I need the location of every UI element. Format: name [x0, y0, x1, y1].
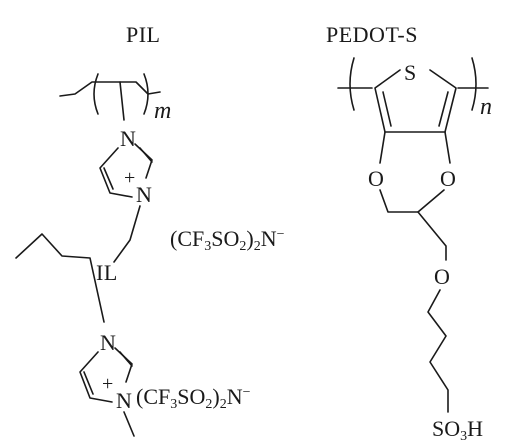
pil-backbone [59, 81, 161, 97]
pil-positive-charge: + [124, 167, 135, 189]
pedot-dioxane-bottom [379, 189, 445, 213]
pil-anion-sub-2b: 2 [254, 239, 261, 254]
pil-ring-n3: N [136, 182, 152, 207]
pil-right-bracket [143, 73, 149, 115]
il-anion-sub-3: 3 [170, 397, 177, 412]
pedot-oxygen-left: O [368, 166, 384, 191]
pedot-thiophene-ring [374, 69, 457, 133]
pil-left-bracket [93, 73, 99, 115]
il-structure: N + N (CF3SO2)2N− [15, 233, 251, 437]
il-butyl-chain [15, 233, 105, 323]
pil-ring-double-1 [103, 167, 114, 190]
il-ring-n1: N [100, 330, 116, 355]
so3h-sub-3: 3 [460, 429, 467, 441]
pil-ring-right [134, 143, 153, 179]
pil-anion-part-a: (CF [170, 226, 204, 251]
pil-anion-minus: − [277, 227, 285, 242]
il-ring-double-2 [119, 351, 133, 367]
il-ring-left [79, 351, 113, 403]
pil-ethyl-chain [113, 205, 141, 263]
pil-pendant-bond [119, 81, 125, 121]
pedot-oxygen-right: O [440, 166, 456, 191]
il-anion-sub-2b: 2 [220, 397, 227, 412]
il-anion-part-d: N [227, 384, 243, 409]
il-anion-part-a: (CF [136, 384, 170, 409]
il-methyl-bond [123, 411, 135, 437]
il-anion-part-c: ) [212, 384, 219, 409]
il-ring-n3: N [116, 388, 132, 413]
pedot-right-bracket [471, 57, 477, 111]
pedot-s-structure: n S O O O SO3H [337, 57, 492, 441]
pedot-ether-oxygen: O [434, 264, 450, 289]
pil-ring-double-2 [139, 147, 153, 163]
pedot-bond-c-o-left [379, 131, 386, 164]
pedot-thiophene-double-right [438, 91, 449, 127]
pedot-left-bracket [349, 57, 355, 111]
pedot-thiophene-double-left [382, 91, 392, 127]
il-ring-double-1 [83, 371, 94, 395]
pil-anion-part-d: N [261, 226, 277, 251]
il-anion: (CF3SO2)2N− [136, 384, 251, 412]
il-ring-right [114, 347, 133, 383]
pedot-sulfur: S [404, 60, 416, 85]
pil-ring-left [99, 147, 133, 198]
pedot-alkyl-chain [427, 289, 449, 413]
il-title: IL [96, 260, 118, 285]
so3h-part-a: SO [432, 416, 460, 441]
pedot-side-chain-upper [417, 211, 447, 261]
pil-anion-sub-3: 3 [204, 239, 211, 254]
pedot-bond-c-o-right [444, 131, 451, 164]
pil-title: PIL [126, 22, 161, 47]
pil-anion-sub-2a: 2 [239, 239, 246, 254]
pil-ring-n1: N [120, 126, 136, 151]
pil-anion-part-b: SO [211, 226, 239, 251]
pil-anion-part-c: ) [246, 226, 253, 251]
pil-structure: m N + N (CF3SO2)2N− [59, 73, 285, 263]
pedot-repeat-index-n: n [480, 94, 492, 120]
pedot-sulfonic-acid: SO3H [432, 416, 483, 441]
il-anion-part-b: SO [177, 384, 205, 409]
il-anion-minus: − [243, 385, 251, 400]
pil-repeat-index-m: m [154, 98, 171, 124]
il-positive-charge: + [102, 373, 113, 395]
il-anion-sub-2a: 2 [205, 397, 212, 412]
pedot-s-title: PEDOT-S [326, 22, 418, 47]
so3h-part-b: H [467, 416, 483, 441]
pil-anion: (CF3SO2)2N− [170, 226, 285, 254]
